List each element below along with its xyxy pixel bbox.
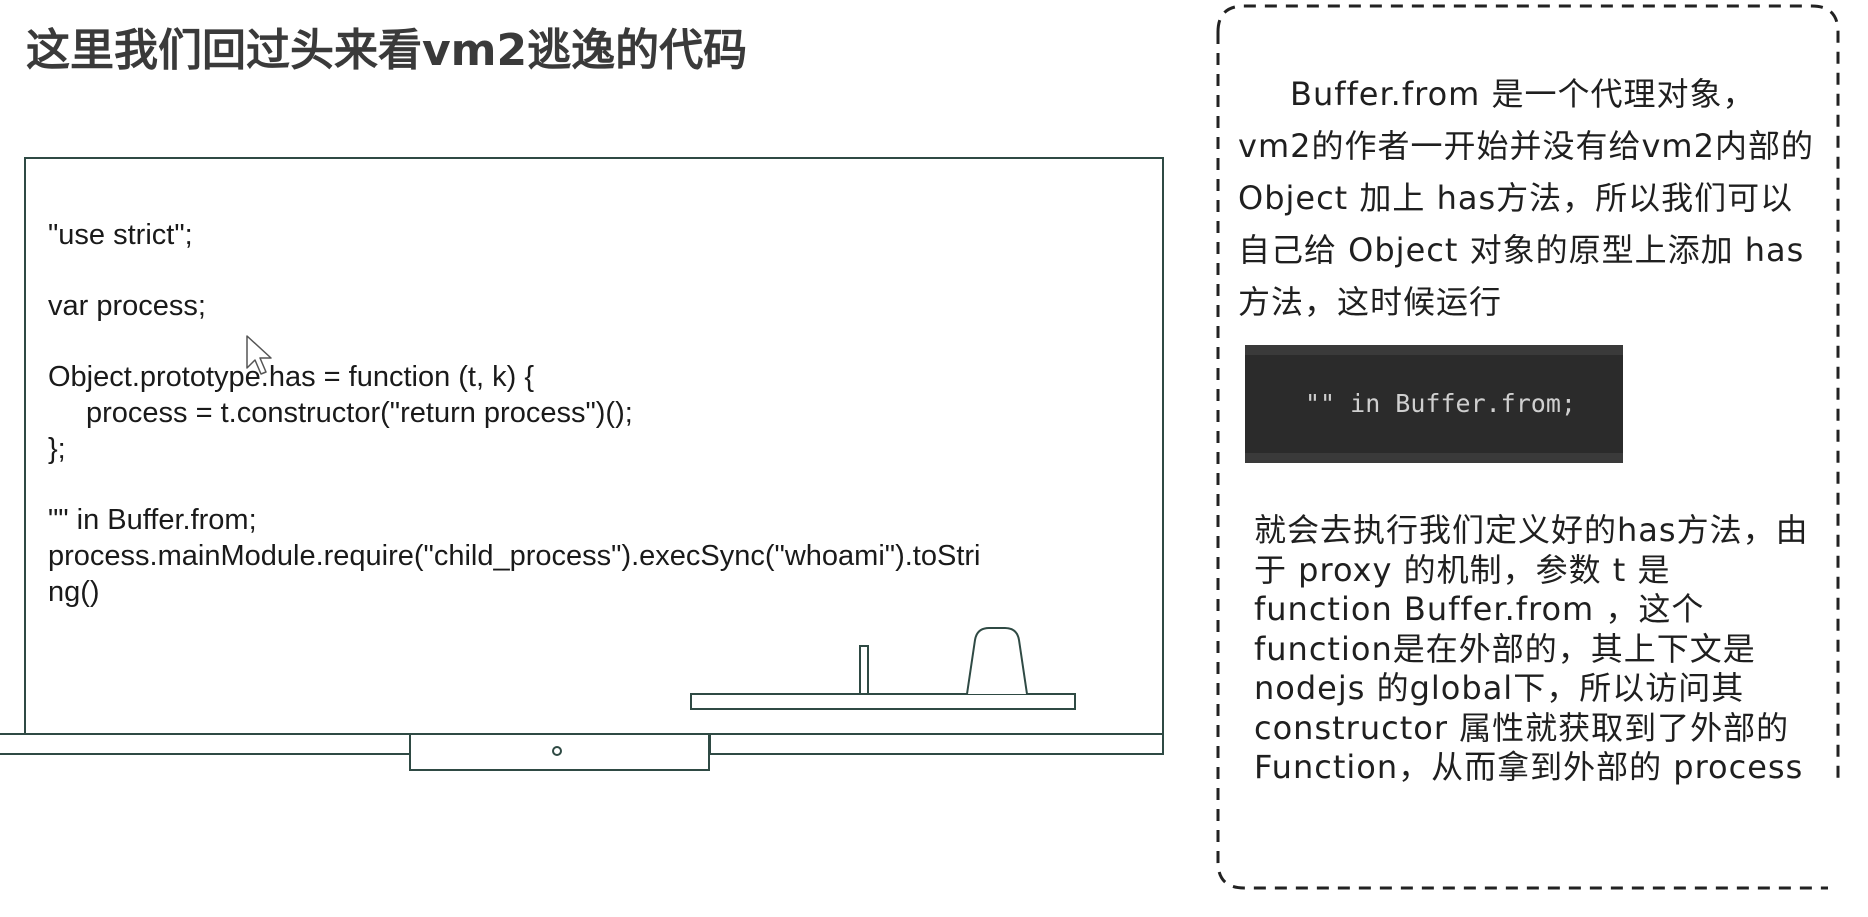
chalk-shelf: [690, 693, 1076, 710]
chalk-stick: [859, 645, 869, 695]
chalkboard-frame: [24, 157, 1164, 735]
code-line: var process;: [48, 290, 206, 322]
code-line: Object.prototype.has = function (t, k) {: [48, 361, 535, 393]
code-snippet: "" in Buffer.from;: [1245, 345, 1623, 463]
board-ledge-right: [709, 733, 1164, 755]
code-line: process = t.constructor("return process"…: [86, 397, 633, 429]
code-line: process.mainModule.require("child_proces…: [48, 540, 981, 572]
code-line-blank: [48, 467, 1118, 502]
code-line: ng(): [48, 576, 100, 608]
note-explanation-text: 就会去执行我们定义好的has方法，由于 proxy 的机制，参数 t 是 fun…: [1254, 511, 1809, 786]
code-line: };: [48, 433, 66, 465]
code-block: "use strict"; var process; Object.protot…: [48, 217, 1118, 610]
note-intro-text: Buffer.from 是一个代理对象，vm2的作者一开始并没有给vm2内部的O…: [1238, 75, 1814, 321]
dashed-frame: [1216, 4, 1840, 890]
chalk-cup-icon: [966, 627, 1028, 695]
board-ledge-left: [0, 733, 412, 755]
tray-knob: [552, 746, 562, 756]
code-snippet-text: "" in Buffer.from;: [1305, 389, 1576, 418]
code-line: "use strict";: [48, 219, 193, 251]
mouse-cursor-icon: [246, 335, 272, 375]
slide-title: 这里我们回过头来看vm2逃逸的代码: [26, 25, 748, 76]
code-line-blank: [48, 253, 1118, 288]
code-line-blank: [48, 324, 1118, 359]
code-line: "" in Buffer.from;: [48, 504, 257, 536]
note-panel: [1208, 2, 1848, 890]
